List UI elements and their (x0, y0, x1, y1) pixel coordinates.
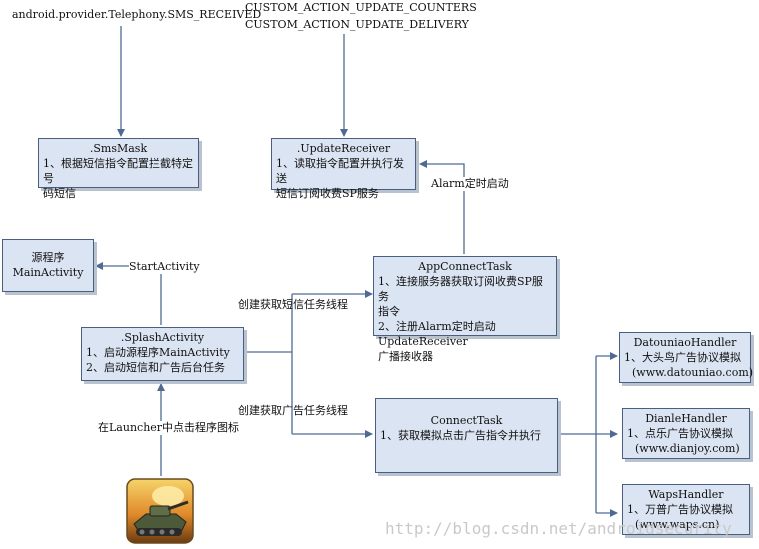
datouniaohandler-title: DatouniaoHandler (633, 336, 737, 349)
smsmask-line-2: 码短信 (43, 187, 76, 200)
startactivity-edge-label: StartActivity (129, 260, 200, 274)
splashactivity-box: .SplashActivity 1、启动源程序MainActivity 2、启动… (81, 327, 244, 381)
arrow-splash-to-mainactivity (95, 262, 162, 325)
dianlehandler-box: DianleHandler 1、点乐广告协议模拟 (www.dianjoy.co… (622, 408, 750, 459)
appconnecttask-line-4: 广播接收器 (378, 350, 433, 363)
sms-received-intent-label: android.provider.Telephony.SMS_RECEIVED (12, 8, 262, 21)
appconnecttask-line-3: 2、注册Alarm定时启动UpdateReceiver (378, 320, 496, 348)
wapshandler-line-1: 1、万普广告协议模拟 (627, 503, 733, 516)
splashactivity-line-1: 1、启动源程序MainActivity (86, 346, 230, 359)
mainactivity-line-2: MainActivity (12, 266, 84, 279)
datouniaohandler-line-1: 1、大头鸟广告协议模拟 (624, 351, 741, 364)
datouniaohandler-box: DatouniaoHandler 1、大头鸟广告协议模拟 (www.datoun… (619, 332, 754, 383)
create-ad-thread-label: 创建获取广告任务线程 (238, 404, 348, 417)
alarm-edge-label: Alarm定时启动 (431, 177, 509, 191)
updatereceiver-title: .UpdateReceiver (296, 142, 391, 155)
dianlehandler-title: DianleHandler (645, 412, 727, 425)
appconnecttask-line-1: 1、连接服务器获取订阅收费SP服务 (378, 275, 543, 303)
updatereceiver-line-1: 1、读取指令配置并执行发送 (276, 157, 404, 185)
updatereceiver-box: .UpdateReceiver 1、读取指令配置并执行发送 短信订阅收费SP服务 (271, 138, 416, 200)
splashactivity-line-2: 2、启动短信和广告后台任务 (86, 361, 225, 374)
appconnecttask-title: AppConnectTask (418, 260, 512, 273)
appconnecttask-box: AppConnectTask 1、连接服务器获取订阅收费SP服务 指令 2、注册… (373, 256, 557, 363)
smsmask-line-1: 1、根据短信指令配置拦截特定号 (43, 157, 193, 185)
app-icon (126, 478, 194, 544)
arrow-appconnecttask-to-updatereceiver (419, 160, 465, 254)
dianlehandler-line-1: 1、点乐广告协议模拟 (627, 427, 733, 440)
update-delivery-intent-label: CUSTOM_ACTION_UPDATE_DELIVERY (245, 18, 469, 31)
datouniaohandler-line-2: (www.datouniao.com) (632, 366, 754, 379)
dianlehandler-line-2: (www.dianjoy.com) (635, 442, 740, 455)
splashactivity-title: .SplashActivity (120, 331, 205, 344)
connecttask-line-1: 1、获取模拟点击广告指令并执行 (380, 429, 541, 442)
smsmask-title: .SmsMask (89, 142, 148, 155)
smsmask-box: .SmsMask 1、根据短信指令配置拦截特定号 码短信 (38, 138, 199, 200)
watermark-url: http://blog.csdn.net/androidsecurity (385, 519, 732, 538)
launcher-click-label: 在Launcher中点击程序图标 (98, 421, 240, 435)
mainactivity-box: 源程序 MainActivity (2, 239, 94, 292)
updatereceiver-line-2: 短信订阅收费SP服务 (276, 187, 379, 200)
wapshandler-box: WapsHandler 1、万普广告协议模拟 (www.waps.cn) (622, 484, 750, 535)
create-sms-thread-label: 创建获取短信任务线程 (238, 298, 348, 311)
mainactivity-line-1: 源程序 (31, 251, 65, 264)
appconnecttask-line-2: 指令 (378, 305, 400, 318)
connecttask-title: ConnectTask (430, 414, 503, 427)
wapshandler-line-2: (www.waps.cn) (635, 518, 720, 531)
wapshandler-title: WapsHandler (648, 488, 724, 501)
update-counters-intent-label: CUSTOM_ACTION_UPDATE_COUNTERS (245, 1, 477, 14)
connecttask-box: ConnectTask 1、获取模拟点击广告指令并执行 (375, 398, 558, 473)
